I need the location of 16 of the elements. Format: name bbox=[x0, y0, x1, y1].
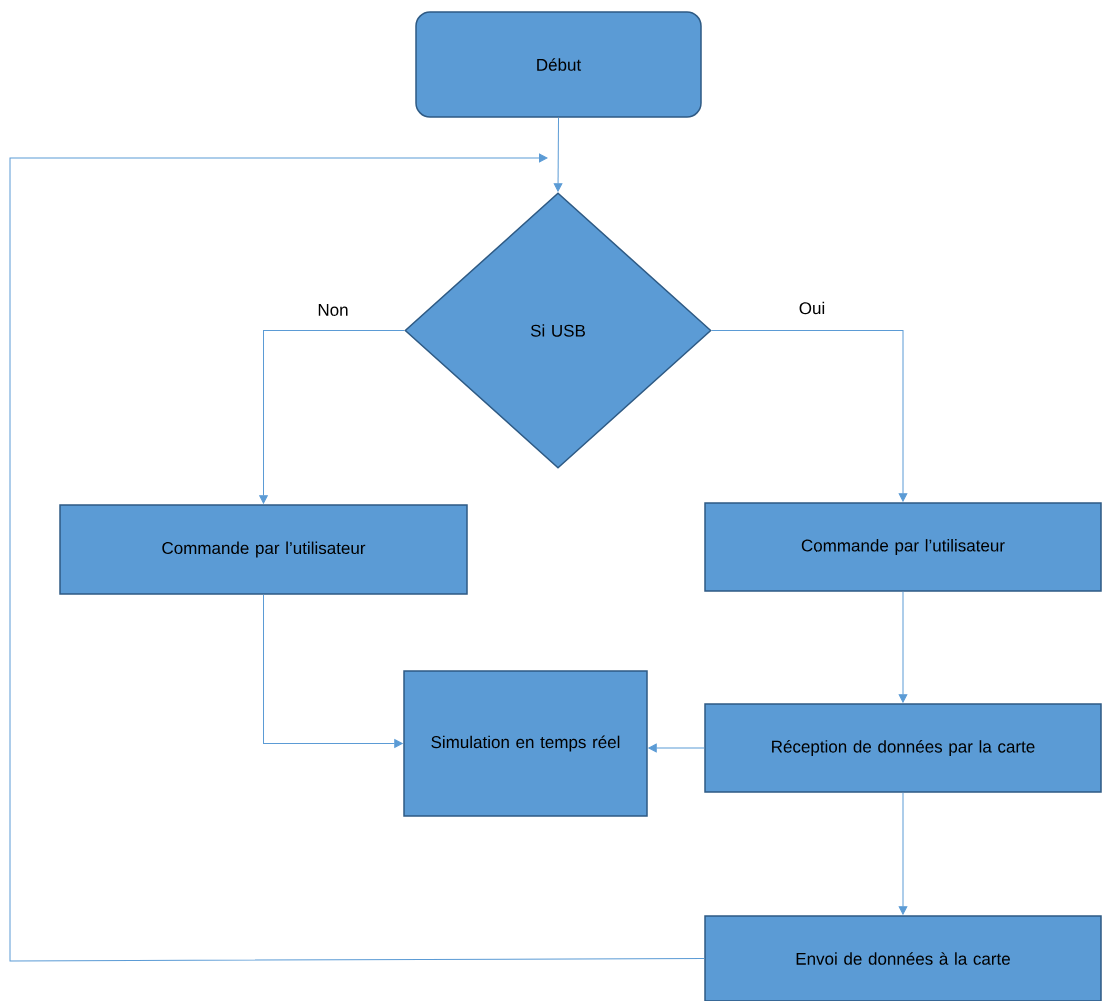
arrow bbox=[648, 743, 705, 753]
arrow bbox=[898, 591, 908, 703]
arrow bbox=[259, 330, 405, 504]
arrow bbox=[898, 792, 908, 915]
edge-label: Oui bbox=[797, 300, 827, 316]
process-box: Commande par l’utilisateur bbox=[704, 502, 1102, 592]
process-box: Simulation en temps réel bbox=[403, 670, 648, 817]
process-box: Réception de données par la carte bbox=[704, 703, 1102, 793]
arrow bbox=[553, 117, 563, 192]
start-box: Début bbox=[415, 11, 702, 118]
arrow bbox=[263, 594, 403, 748]
process-box: Envoi de données à la carte bbox=[704, 915, 1102, 1001]
arrow bbox=[711, 330, 908, 502]
edge-label: Non bbox=[316, 303, 350, 317]
arrow bbox=[9, 153, 705, 962]
process-box: Commande par l’utilisateur bbox=[59, 504, 468, 595]
